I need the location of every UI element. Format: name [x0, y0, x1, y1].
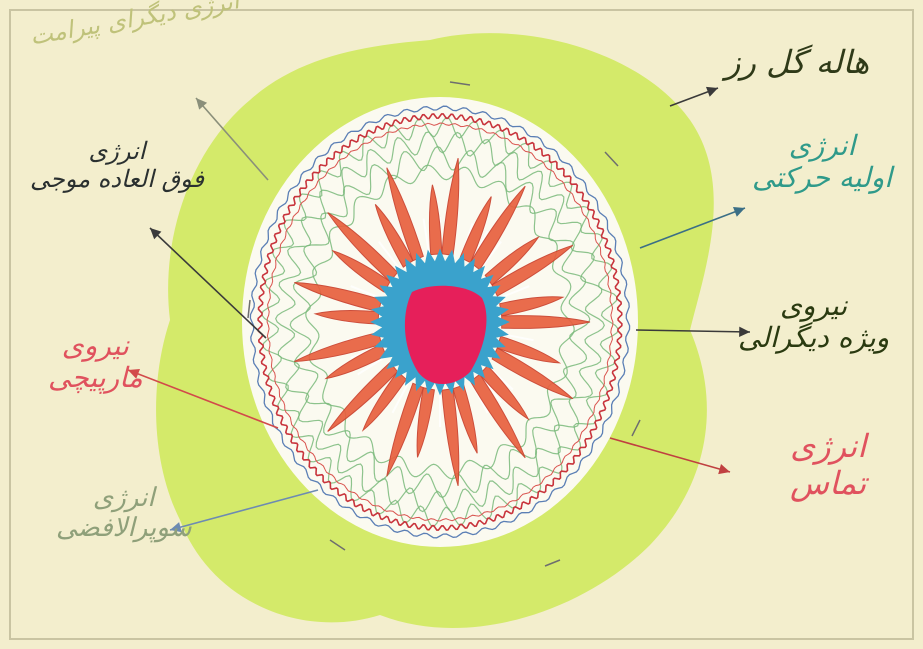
- arrow-contact-energy-head: [718, 464, 730, 474]
- label-special-force-line-1: نیروی: [738, 290, 889, 322]
- arrow-aura: [670, 87, 718, 106]
- label-supra-wave-line-1: انرژی: [30, 138, 204, 166]
- label-contact-energy: انرژی تماس: [790, 428, 866, 502]
- label-spiral-force-line-1: نیروی: [48, 330, 143, 362]
- label-supra-sensory-line-1: انرژی: [56, 484, 192, 514]
- label-contact-energy-line-2: تماس: [790, 465, 866, 502]
- label-special-force: نیروی ویژه دیگرالی: [738, 290, 889, 354]
- label-supra-sensory: انرژی سوپرالافضی: [56, 484, 192, 544]
- label-primary-motion-line-1: انرژی: [752, 130, 892, 162]
- label-primary-motion: انرژی اولیه حرکتی: [752, 130, 892, 194]
- label-spiral-force: نیروی مارپیچی: [48, 330, 143, 394]
- label-aura: هاله گل رز: [725, 44, 869, 81]
- label-supra-wave-line-2: فوق العاده موجی: [30, 166, 204, 194]
- label-aura-line-1: هاله گل رز: [725, 44, 869, 81]
- label-spiral-force-line-2: مارپیچی: [48, 362, 143, 394]
- label-primary-motion-line-2: اولیه حرکتی: [752, 162, 892, 194]
- label-special-force-line-2: ویژه دیگرالی: [738, 322, 889, 354]
- label-supra-sensory-line-2: سوپرالافضی: [56, 514, 192, 544]
- label-supra-wave: انرژی فوق العاده موجی: [30, 138, 204, 193]
- label-contact-energy-line-1: انرژی: [790, 428, 866, 465]
